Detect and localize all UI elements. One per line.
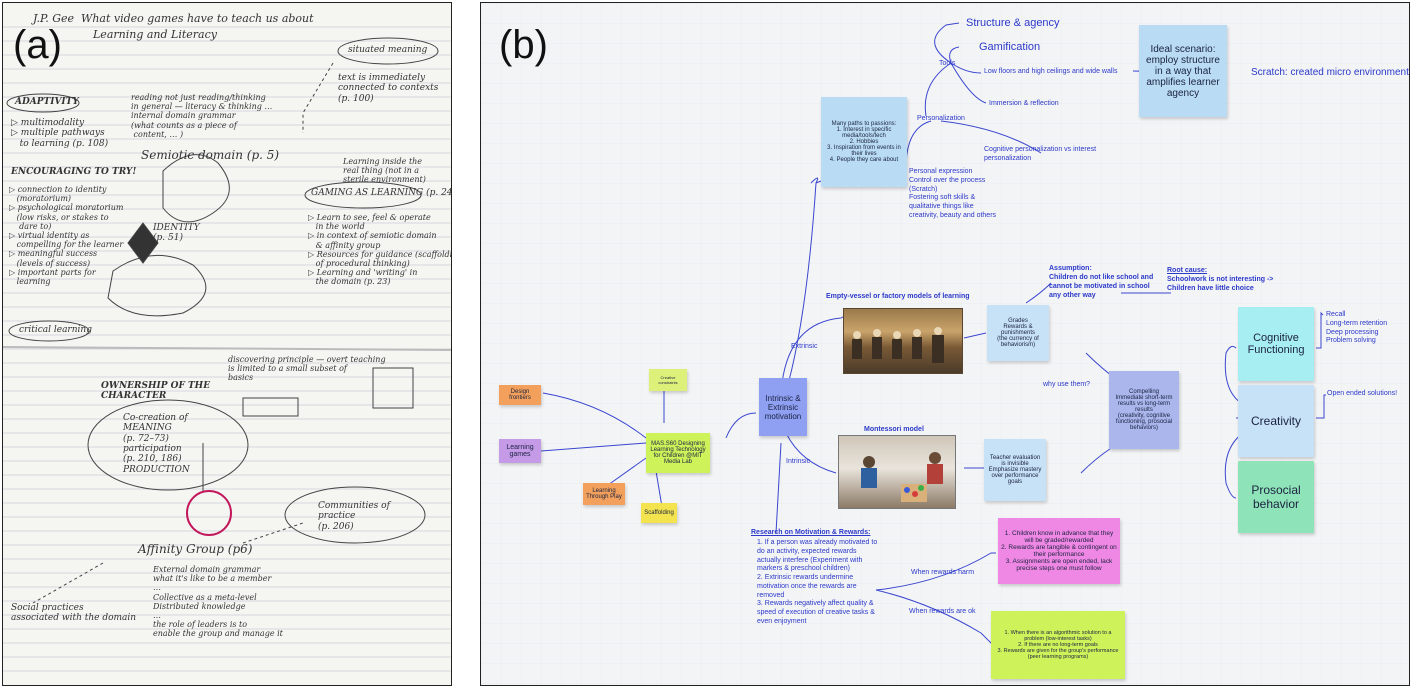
montessori-text: Montessori model — [864, 426, 924, 433]
gamification-text: Gamification — [979, 41, 1041, 53]
open-ended-text: Open ended solutions! — [1327, 390, 1398, 397]
intrinsic-extrinsic-sticky: Intrinsic & Extrinsic motivation — [759, 378, 807, 436]
scaffolding-sticky: Scaffolding — [641, 503, 677, 523]
rewards-ok-sticky: 1. When there is an algorithmic solution… — [991, 611, 1125, 679]
note-learn-to-see: ▷ Learn to see, feel & operate in the wo… — [308, 213, 452, 287]
root-cause-title: Root cause: — [1167, 267, 1208, 274]
note-social-practices: Social practices associated with the dom… — [11, 603, 137, 624]
research-title: Research on Motivation & Rewards: — [751, 529, 871, 536]
intrinsic-label: Intrinsic — [786, 458, 811, 465]
note-communities: Communities of practice (p. 206) — [318, 501, 390, 532]
when-ok-text: When rewards are ok — [909, 608, 976, 615]
ideal-scenario-sticky: Ideal scenario: employ structure in a wa… — [1139, 25, 1227, 117]
when-harm-text: When rewards harm — [911, 569, 975, 576]
note-discovering: discovering principle — overt teaching i… — [228, 355, 386, 383]
root-cause-body: Schoolwork is not interesting -> Childre… — [1167, 276, 1274, 292]
note-reading-nonstatic: reading not just reading/thinking in gen… — [131, 93, 273, 139]
notebook-ruling — [3, 26, 451, 672]
notes-title-line1: J.P. Gee What video games have to teach … — [33, 12, 314, 25]
handwritten-notes-panel: (a) J.P. Gee What video games have to te… — [2, 2, 452, 686]
design-frontiers-sticky: Design frontiers — [499, 385, 541, 405]
rewards-harm-sticky: 1. Children know in advance that they wi… — [998, 518, 1120, 584]
panel-b-label: (b) — [499, 23, 548, 67]
scratch-text: Scratch: created micro environments — [1251, 67, 1410, 78]
teacher-evaluation-sticky: Teacher evaluation is invisible Emphasiz… — [984, 439, 1046, 501]
note-adaptivity: ADAPTIVITY — [15, 97, 79, 107]
extrinsic-label: Extrinsic — [791, 343, 818, 350]
montessori-classroom-photo — [838, 435, 956, 509]
empty-vessel-text: Empty-vessel or factory models of learni… — [826, 293, 970, 300]
mas-course-sticky: MAS.S60 Designing Learning Technology fo… — [646, 433, 710, 473]
prosocial-sticky: Prosocial behavior — [1238, 461, 1314, 533]
note-encouraging: ENCOURAGING TO TRY! — [11, 167, 137, 177]
why-use-them-text: why use them? — [1043, 381, 1091, 388]
immersion-text: Immersion & reflection — [989, 100, 1059, 107]
note-learning-inside: Learning inside the real thing (not in a… — [343, 157, 426, 185]
grades-rewards-sticky: Grades Rewards & punishments (the curren… — [987, 305, 1049, 361]
structure-agency-text: Structure & agency — [966, 17, 1060, 29]
assumption-title: Assumption: — [1049, 265, 1092, 272]
assumption-body: Children do not like school and cannot b… — [1049, 274, 1154, 299]
compelling-sticky: Compelling Immediate short-term results … — [1109, 371, 1179, 449]
note-identity: IDENTITY (p. 51) — [153, 223, 200, 244]
note-critical-learning: critical learning — [19, 325, 92, 335]
note-adaptivity-items: ▷ multimodality ▷ multiple pathways to l… — [11, 118, 109, 149]
factory-classroom-photo — [843, 308, 963, 374]
research-body: 1. If a person was already motivated to … — [757, 539, 878, 625]
cognitive-personalization-text: Cognitive personalization vs interest pe… — [984, 146, 1097, 162]
note-text-immediately: text is immediately connected to context… — [338, 73, 439, 104]
note-co-creation: Co-creation of MEANING (p. 72–73) partic… — [123, 413, 190, 475]
note-affinity-group: Affinity Group (p6) — [138, 542, 253, 556]
many-paths-sticky: Many paths to passions: 1. Interest in s… — [821, 97, 907, 187]
low-floors-text: Low floors and high ceilings and wide wa… — [984, 68, 1118, 75]
note-semiotic-domain: Semiotic domain (p. 5) — [141, 148, 280, 162]
creativity-sticky: Creativity — [1238, 385, 1314, 457]
learning-through-play-sticky: Learning Through Play — [583, 483, 625, 505]
learning-games-sticky: Learning games — [499, 439, 541, 463]
panel-a-label: (a) — [13, 23, 62, 67]
recall-text: Recall Long-term retention Deep processi… — [1326, 311, 1388, 345]
note-gaming-as-learning: GAMING AS LEARNING (p. 24) — [311, 188, 452, 198]
notes-title-line2: Learning and Literacy — [93, 28, 217, 41]
creative-constraints-sticky: Creative constraints — [649, 369, 687, 391]
note-encouraging-items: ▷ connection to identity (moratorium) ▷ … — [9, 185, 124, 286]
cognitive-functioning-sticky: Cognitive Functioning — [1238, 307, 1314, 381]
mind-map-panel: (b) Structure & agency Gamification Tool… — [480, 2, 1410, 686]
note-situated-meaning: situated meaning — [348, 45, 428, 55]
personalization-text: Personalization — [917, 115, 965, 122]
personal-expression-text: Personal expression Control over the pro… — [909, 168, 997, 219]
tools-text: Tools — [939, 60, 956, 67]
note-bottom-notes: External domain grammar what it's like t… — [153, 565, 283, 639]
note-ownership: OWNERSHIP OF THE CHARACTER — [101, 381, 211, 402]
